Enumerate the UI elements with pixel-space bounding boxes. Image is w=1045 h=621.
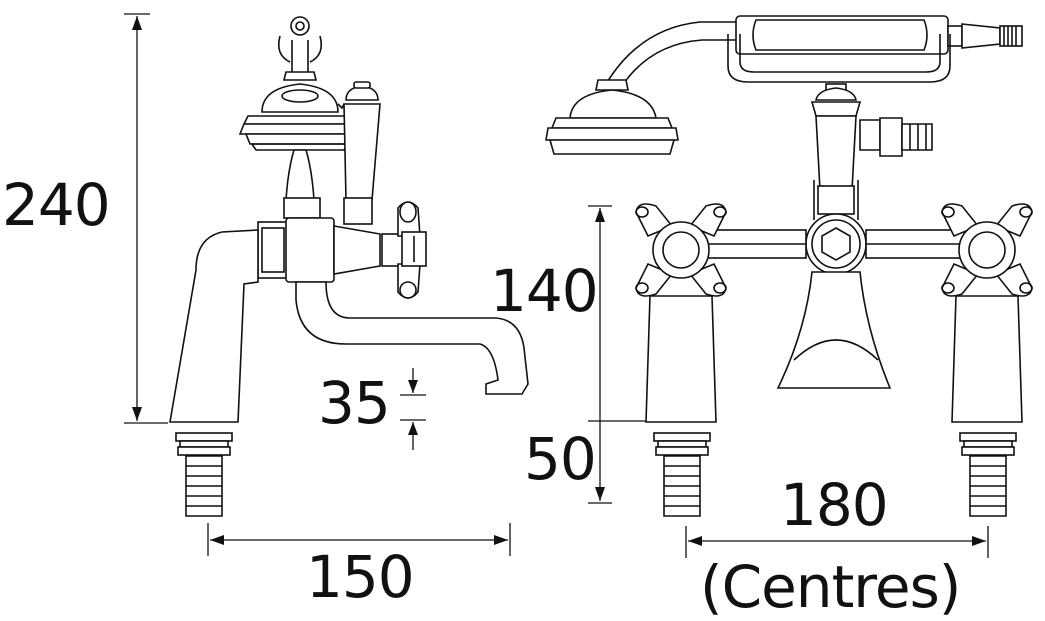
label-pillar-height: 140 [490, 257, 599, 325]
threaded-tail-left [175, 432, 233, 517]
dim-line-180 [685, 526, 989, 558]
front-elevation [545, 15, 1033, 558]
diverter-dome [238, 83, 362, 151]
cross-head-left [635, 203, 727, 423]
valve-body [257, 201, 427, 299]
spout [295, 281, 529, 395]
dim-line-150 [207, 523, 511, 556]
label-spout-drop: 35 [318, 369, 391, 437]
threaded-tail-front-right [959, 432, 1017, 517]
lever-handle [337, 81, 381, 225]
front-diverter [810, 83, 933, 220]
label-projection: 150 [306, 543, 415, 611]
central-column [283, 149, 321, 219]
cross-head-right [941, 203, 1033, 423]
label-tail-length: 50 [524, 425, 597, 493]
shower-handset [545, 15, 1023, 155]
front-central-body [776, 213, 892, 389]
pillar-body [169, 229, 259, 423]
dim-line-140-50 [588, 205, 646, 504]
dim-line-35 [400, 368, 426, 450]
label-centres-text: (Centres) [700, 553, 961, 621]
label-centres-value: 180 [780, 471, 889, 539]
threaded-tail-front-left [653, 432, 711, 517]
side-elevation [124, 13, 529, 556]
front-crossbar [699, 229, 975, 259]
dim-line-240 [124, 13, 168, 424]
label-overall-height: 240 [2, 171, 111, 239]
shower-cradle [277, 16, 323, 81]
